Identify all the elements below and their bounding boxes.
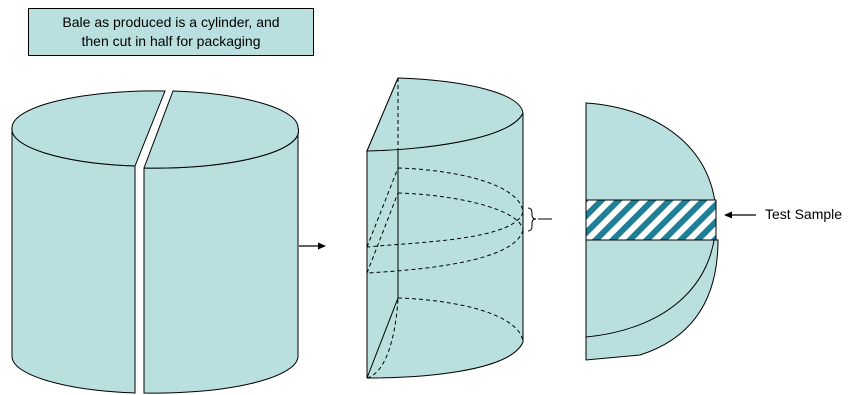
test-sample-label: Test Sample	[765, 206, 843, 222]
half-cylinder-top	[366, 77, 524, 152]
cylinder-right-half-top	[143, 90, 299, 169]
cylinder-left-half-body	[11, 127, 136, 394]
caption-box: Bale as produced is a cylinder, and then…	[28, 8, 314, 56]
hidden-lines	[366, 78, 524, 379]
test-sample-arrow	[724, 211, 756, 219]
test-sample-band	[585, 199, 717, 241]
slice-brace	[527, 207, 552, 232]
arrow-to-half-cylinder	[299, 242, 326, 250]
caption-line-1: Bale as produced is a cylinder, and	[62, 14, 280, 30]
cross-section	[585, 102, 719, 361]
full-cylinder	[11, 90, 299, 394]
half-cylinder	[366, 77, 524, 379]
cylinder-left-half-top	[11, 90, 166, 167]
caption-line-2: then cut in half for packaging	[81, 33, 261, 49]
